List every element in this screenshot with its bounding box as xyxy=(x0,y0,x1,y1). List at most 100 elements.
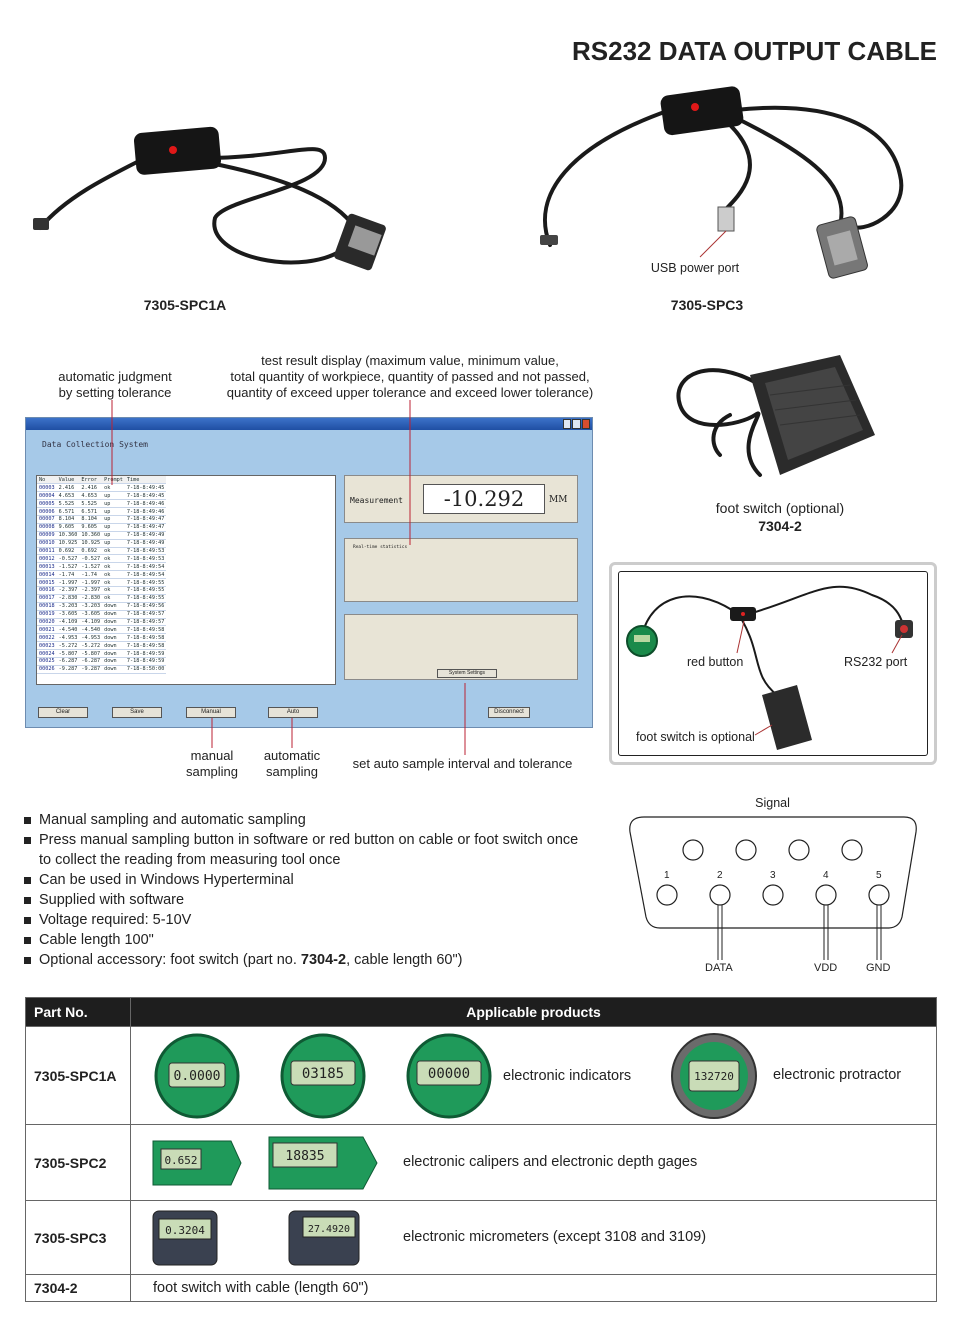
protractor-reading: 132720 xyxy=(694,1070,734,1083)
micrometer-2-icon: 27.4920 xyxy=(288,1210,360,1266)
table-header-cell: Time xyxy=(124,476,167,485)
table-cell: -1.997 xyxy=(79,578,103,587)
measurement-value: -10.292 xyxy=(423,484,545,514)
table-cell: ok xyxy=(102,570,125,580)
table-cell: up xyxy=(102,507,125,516)
save-button[interactable]: Save xyxy=(112,707,162,718)
disconnect-button[interactable]: Disconnect xyxy=(488,707,530,718)
clear-button[interactable]: Clear xyxy=(38,707,88,718)
product-text-micrometers: electronic micrometers (except 3108 and … xyxy=(403,1229,707,1245)
close-icon[interactable] xyxy=(581,419,590,429)
micrometer-1-reading: 0.3204 xyxy=(165,1224,205,1237)
product-text-foot-switch: foot switch with cable (length 60") xyxy=(130,1274,937,1302)
foot-switch-part: 7304-2 xyxy=(758,518,802,534)
table-cell: 00025 xyxy=(37,657,57,666)
product-cell: 0.0000 03185 00000 electronic indicators… xyxy=(130,1026,937,1125)
table-cell: 00010 xyxy=(37,539,57,548)
table-cell: down xyxy=(102,610,125,619)
red-button-label: red button xyxy=(687,655,744,669)
indicator-3-reading: 00000 xyxy=(428,1066,470,1082)
table-cell: 7-18-8:49:54 xyxy=(124,562,167,572)
usb-port-label: USB power port xyxy=(650,261,740,275)
table-cell: -3.605 xyxy=(56,610,80,619)
caliper-reading: 0.652 xyxy=(164,1154,197,1167)
table-cell: -3.203 xyxy=(56,602,80,611)
feature-list: Manual sampling and automatic sampling P… xyxy=(24,810,604,970)
table-cell: 7-18-8:49:47 xyxy=(124,523,167,532)
table-cell: 6.571 xyxy=(56,507,80,516)
table-cell: -1.527 xyxy=(56,562,80,572)
pin-label-1: 1 xyxy=(664,870,670,881)
manual-button[interactable]: Manual xyxy=(186,707,236,718)
indicator-1-reading: 0.0000 xyxy=(174,1069,221,1084)
table-cell: 7-18-8:49:57 xyxy=(124,618,167,627)
feature-item: Voltage required: 5-10V xyxy=(24,910,604,930)
system-settings-button[interactable]: System Settings xyxy=(437,669,497,678)
table-cell: 00024 xyxy=(37,649,57,658)
table-cell: 00019 xyxy=(37,610,57,619)
measurement-label: Measurement xyxy=(350,496,403,505)
table-cell: up xyxy=(102,515,125,524)
table-cell: 7-18-8:49:53 xyxy=(124,547,167,556)
table-cell: -9.287 xyxy=(56,665,80,674)
table-cell: -1.74 xyxy=(79,570,103,580)
page-title: RS232 DATA OUTPUT CABLE xyxy=(572,36,937,66)
depth-gage-icon: 18835 xyxy=(268,1136,378,1190)
table-cell: 7-18-8:49:56 xyxy=(124,602,167,611)
table-cell: 00016 xyxy=(37,586,57,595)
table-cell: 00026 xyxy=(37,665,57,674)
table-cell: down xyxy=(102,625,125,635)
rs232-port-label: RS232 port xyxy=(844,655,908,669)
table-cell: -5.272 xyxy=(79,641,103,651)
table-cell: -3.605 xyxy=(79,610,103,619)
part-number: 7305-SPC3 xyxy=(25,1200,131,1275)
table-cell: 00013 xyxy=(37,562,57,572)
window-titlebar xyxy=(26,418,592,430)
table-cell: 00003 xyxy=(37,483,57,493)
vdd-pin-label: VDD xyxy=(814,962,838,974)
table-cell: -1.74 xyxy=(56,570,80,580)
cable-3-caption: 7305-SPC3 xyxy=(670,297,744,313)
protractor-icon: 132720 xyxy=(671,1033,757,1119)
setup-diagram: red button RS232 port foot switch is opt… xyxy=(609,562,937,765)
indicator-2-icon: 03185 xyxy=(280,1033,366,1119)
feature-item: Can be used in Windows Hyperterminal xyxy=(24,870,604,890)
auto-button[interactable]: Auto xyxy=(268,707,318,718)
table-cell: 7-18-8:49:47 xyxy=(124,515,167,524)
table-cell: 7-18-8:49:57 xyxy=(124,610,167,619)
header-part-no: Part No. xyxy=(25,997,131,1027)
maximize-icon[interactable] xyxy=(572,419,581,429)
table-cell: 00012 xyxy=(37,554,57,564)
table-cell: -5.807 xyxy=(56,649,80,658)
table-cell: -5.807 xyxy=(79,649,103,658)
table-cell: 00021 xyxy=(37,625,57,635)
minimize-icon[interactable] xyxy=(563,419,572,429)
table-cell: 7-18-8:49:49 xyxy=(124,539,167,548)
product-text-indicators: electronic indicators xyxy=(503,1068,632,1084)
